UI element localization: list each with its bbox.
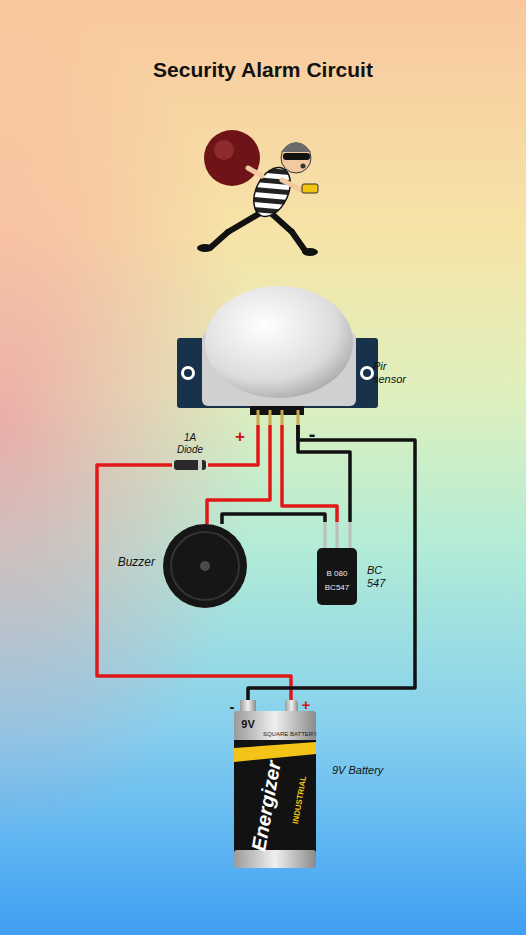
wire bbox=[248, 425, 415, 700]
printed-label: + bbox=[302, 697, 311, 712]
printed-label: + bbox=[235, 428, 245, 445]
printed-label: INDUSTRIAL bbox=[292, 775, 308, 824]
printed-label: 9V bbox=[241, 719, 254, 730]
wire bbox=[222, 514, 325, 524]
diagram-title: Security Alarm Circuit bbox=[0, 58, 526, 82]
printed-label: B 080 bbox=[327, 570, 348, 578]
pir-sensor-module bbox=[177, 286, 378, 425]
component-label: 1A Diode bbox=[172, 432, 208, 455]
printed-label: Energizer bbox=[248, 759, 284, 852]
buzzer-body bbox=[163, 524, 247, 608]
printed-label: SQUARE BATTERY bbox=[263, 731, 317, 737]
diode-symbol bbox=[174, 460, 206, 470]
wire bbox=[207, 425, 270, 524]
transistor-body bbox=[317, 522, 357, 605]
printed-label: - bbox=[230, 699, 235, 714]
wire bbox=[208, 425, 258, 465]
battery-body bbox=[234, 700, 316, 868]
component-box: Buzzer bbox=[163, 524, 247, 608]
printed-label: BC547 bbox=[325, 584, 349, 592]
component-label: Buzzer bbox=[118, 556, 155, 570]
component-box: 1A Diode bbox=[172, 459, 208, 471]
component-label: Pir sensor bbox=[373, 360, 417, 385]
component-box: BC 547 bbox=[317, 522, 357, 605]
printed-label: - bbox=[309, 424, 316, 444]
thief-figure bbox=[197, 130, 318, 256]
component-label: BC 547 bbox=[367, 564, 401, 589]
component-label: 9V Battery bbox=[332, 764, 384, 777]
component-box: Pir sensor bbox=[177, 338, 378, 425]
